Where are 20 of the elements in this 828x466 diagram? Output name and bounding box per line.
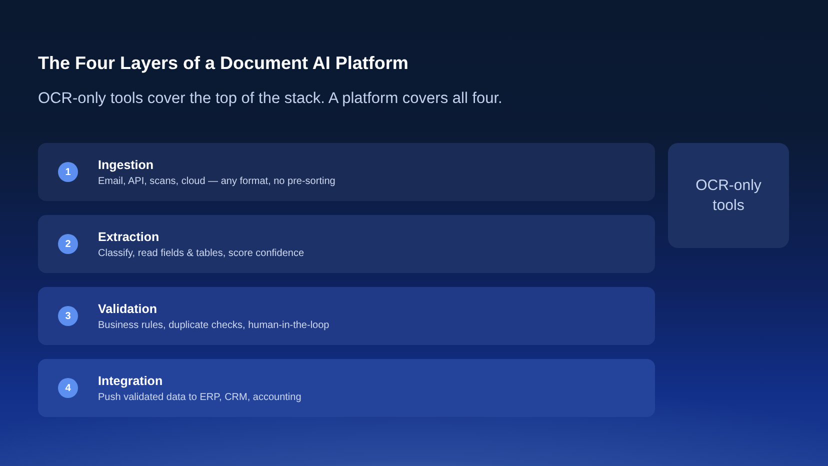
title: The Four Layers of a Document AI Platform [38, 53, 408, 74]
card-label: OCR-only tools [694, 176, 762, 215]
layer-title: Extraction [98, 230, 160, 244]
layer-card [38, 215, 655, 273]
scope-card [668, 143, 789, 248]
step-number: 4 [58, 378, 78, 398]
subtitle: OCR-only tools cover the top of the stack. A platform covers all four. [38, 90, 502, 108]
layer-title: Ingestion [98, 158, 155, 172]
layer-card [38, 287, 655, 345]
layer-description: Classify, read fields & tables, score confidence [98, 248, 304, 258]
layer-description: Push validated data to ERP, CRM, accounting [98, 392, 302, 402]
step-number: 3 [58, 306, 78, 326]
layer-card [38, 359, 655, 417]
layer-card [38, 143, 655, 201]
layer-title: Validation [98, 302, 158, 316]
layer-description: Business rules, duplicate checks, human-in-the-loop [98, 320, 330, 330]
layer-title: Integration [98, 374, 164, 388]
layer-description: Email, API, scans, cloud — any format, no pre-sorting [98, 176, 336, 186]
step-number: 1 [58, 162, 78, 182]
step-number: 2 [58, 234, 78, 254]
